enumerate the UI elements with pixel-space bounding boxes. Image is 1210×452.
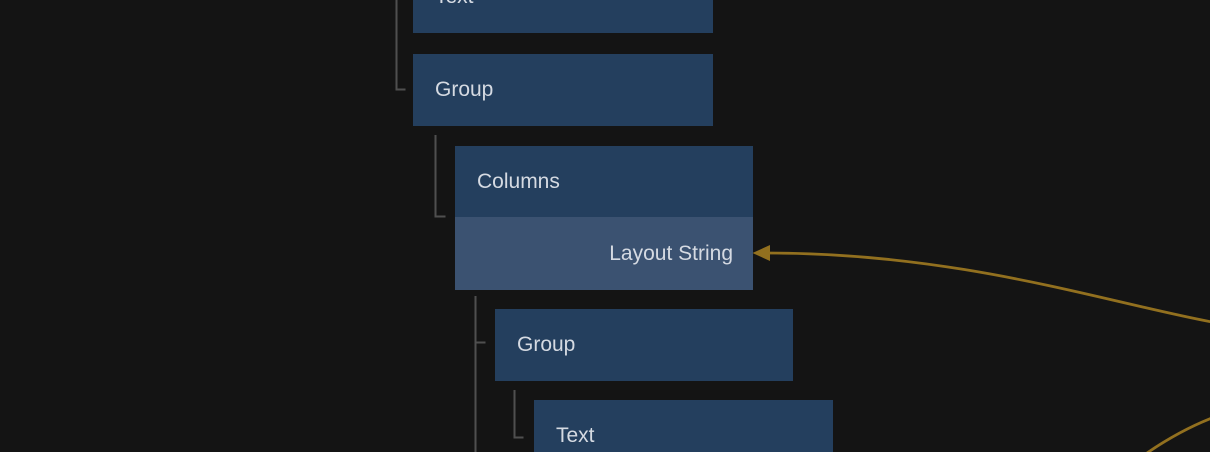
wire-bottom-right[interactable] [1146, 417, 1210, 452]
node-group-lower[interactable]: Group [495, 309, 793, 381]
port-label: Layout String [609, 241, 733, 265]
tree-connector-text-lower [513, 390, 524, 439]
tree-connector-columns [434, 135, 446, 218]
node-label: Group [517, 333, 576, 356]
node-columns[interactable]: Columns Layout String [455, 146, 753, 290]
node-text-top[interactable]: Text [413, 0, 713, 33]
node-text-bottom[interactable]: Text [534, 400, 833, 452]
node-label: Columns [477, 169, 560, 193]
node-group-top[interactable]: Group [413, 54, 713, 126]
node-label: Text [413, 0, 474, 9]
node-columns-header[interactable]: Columns [455, 146, 753, 217]
node-label: Text [556, 424, 595, 447]
node-label: Group [435, 78, 494, 101]
tree-connector-group-top [395, 0, 406, 91]
layout-string-port-row[interactable]: Layout String [455, 217, 753, 290]
wire-arrowhead-icon [752, 245, 770, 261]
wire-into-layout-string-port[interactable] [766, 251, 1210, 324]
